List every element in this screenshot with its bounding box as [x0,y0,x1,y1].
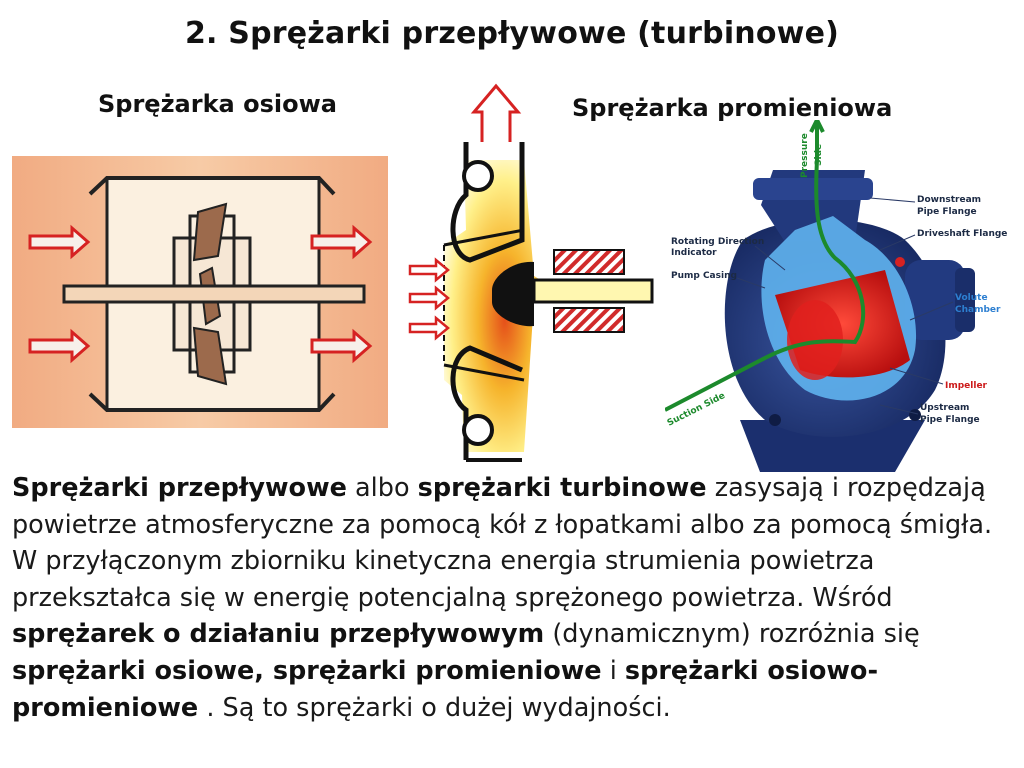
term-axial-radial-mixed: sprężarki osiowo-promieniowe [12,655,879,723]
label-pressure-side-2: Side [814,144,824,166]
label-volute-chamber-2: Chamber [955,305,1001,315]
text-segment: albo [346,473,418,503]
text-segment: . Są to sprężarki o dużej wydajności. [198,692,671,723]
slide-title: 2. Sprężarki przepływowe (turbinowe) [184,16,840,51]
label-downstream-flange-2: Pipe Flange [917,207,977,217]
text-segment: (dynamicznym) rozróżnia się [544,619,920,650]
label-downstream-flange-1: Downstream [917,195,981,205]
text-segment: i [601,655,625,686]
radial-compressor-section-diagram [408,83,654,462]
axial-compressor-heading: Sprężarka osiowa [98,90,337,118]
axial-compressor-diagram [12,156,388,428]
term-dynamic-compressors: sprężarek o działaniu przepływowym [12,619,545,650]
label-pressure-side-1: Pressure [800,133,810,178]
label-upstream-flange-2: Pipe Flange [920,415,980,425]
term-axial-radial: sprężarki osiowe, sprężarki promieniowe [12,655,602,686]
centrifugal-pump-cutaway-illustration: Pressure Side Downstream Pipe Flange Dri… [665,120,1007,472]
label-upstream-flange-1: Upstream [920,403,969,413]
label-driveshaft-flange: Driveshaft Flange [917,229,1007,239]
description-paragraph: Sprężarki przepływowe albo sprężarki tur… [12,470,1018,726]
radial-compressor-heading: Sprężarka promieniowa [572,94,893,122]
text-segment: zasysają i rozpędzają powietrze atmosfer… [12,473,993,613]
label-volute-chamber-1: Volute [955,293,988,303]
term-turbine-compressors: sprężarki turbinowe [417,473,707,503]
term-flow-compressors: Sprężarki przepływowe [12,473,347,503]
label-pump-casing: Pump Casing [671,271,737,281]
label-rotating-indicator-1: Rotating Direction [671,237,764,247]
label-impeller: Impeller [945,381,988,391]
label-rotating-indicator-2: Indicator [671,248,717,258]
label-suction-side: Suction Side [666,391,727,429]
